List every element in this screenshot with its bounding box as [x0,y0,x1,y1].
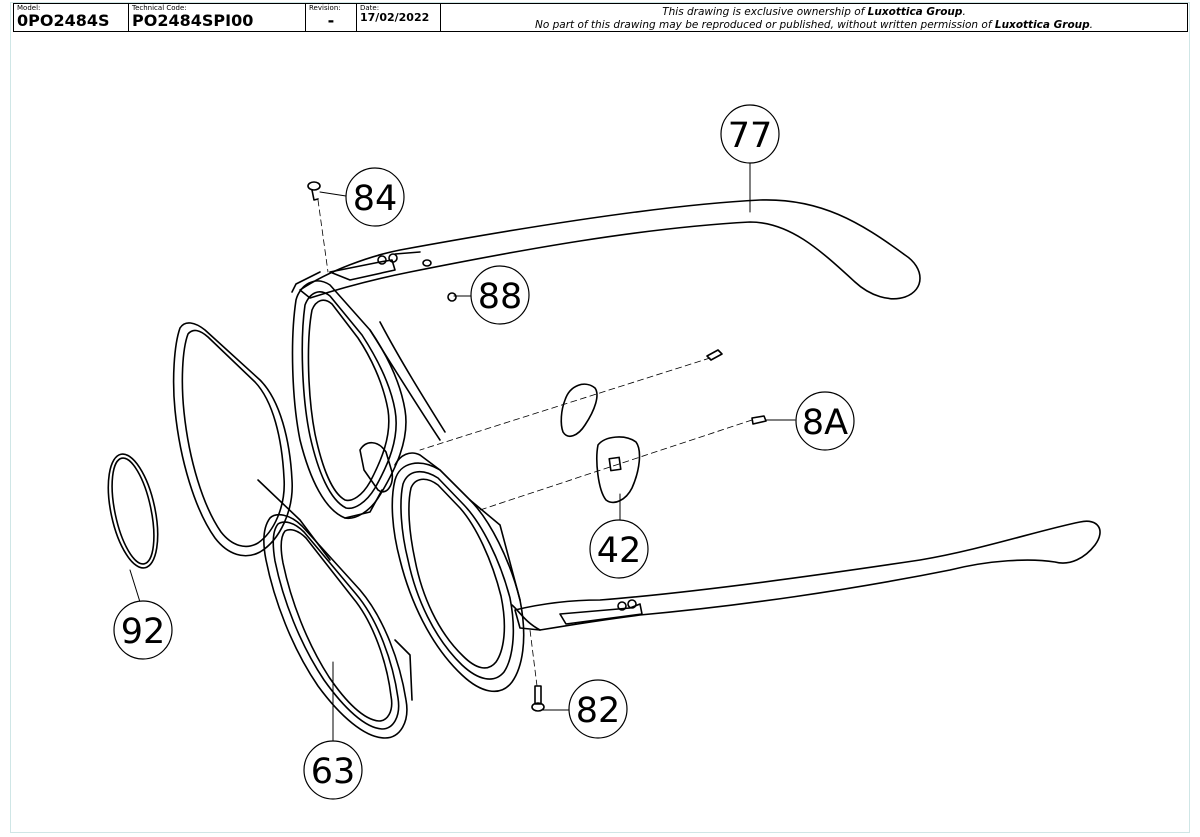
revision-label: Revision: [309,4,341,12]
callout-42: 42 [589,519,649,579]
date-value: 17/02/2022 [360,11,430,24]
callout-42-label: 42 [597,531,642,571]
callout-88: 88 [470,265,530,325]
callout-63: 63 [303,740,363,800]
revision-value: - [327,11,335,30]
nose-pad-upper [560,383,598,437]
ownership-period: . [962,6,966,18]
o-ring [107,453,159,569]
callout-82: 82 [568,679,628,739]
back-temple [291,199,921,300]
callout-84-label: 84 [353,179,398,219]
model-cell: Model: 0PO2484S [14,4,129,31]
reproduction-notice: No part of this drawing may be reproduce… [441,19,1187,31]
screw-82 [531,685,545,712]
drawing-sheet-border [10,2,1190,833]
back-frame-rim [291,280,407,520]
date-cell: Date: 17/02/2022 [357,4,441,31]
callout-88-label: 88 [478,277,523,317]
screw-nose-upper [706,349,723,361]
leader-lines [129,157,796,743]
ownership-notice: This drawing is exclusive ownership of L… [441,6,1187,18]
assembly-lines [317,199,753,687]
front-temple [511,520,1101,631]
revision-cell: Revision: - [306,4,357,31]
callout-63-label: 63 [311,752,356,792]
nose-pad-42 [596,436,641,504]
ownership-company: Luxottica Group [867,6,963,18]
front-frame [391,452,525,693]
screw-88 [422,259,457,302]
callout-77-label: 77 [728,116,773,156]
callout-8a-label: 8A [802,403,848,443]
model-label: Model: [17,4,41,12]
callout-92: 92 [113,600,173,660]
technical-code-cell: Technical Code: PO2484SPI00 [129,4,306,31]
callout-77: 77 [720,104,780,164]
callout-84: 84 [345,167,405,227]
ownership-text: This drawing is exclusive ownership of [662,6,868,18]
title-block: Model: 0PO2484S Technical Code: PO2484SP… [13,3,1188,32]
date-label: Date: [360,4,380,12]
reproduction-company: Luxottica Group [994,19,1090,31]
technical-code-label: Technical Code: [132,4,187,12]
callout-82-label: 82 [576,691,621,731]
technical-code-value: PO2484SPI00 [132,11,254,30]
screw-8a [751,415,767,425]
reproduction-text: No part of this drawing may be reproduce… [534,19,995,31]
callout-balloons: 77 84 88 8A 42 92 82 63 [113,104,855,800]
callout-8a: 8A [795,391,855,451]
reproduction-period: . [1089,19,1093,31]
screw-84 [307,181,321,201]
sun-clip-lens [172,322,413,739]
ownership-notice-cell: This drawing is exclusive ownership of L… [441,4,1187,31]
back-bridge [359,321,446,493]
callout-92-label: 92 [121,612,166,652]
model-value: 0PO2484S [17,11,110,30]
